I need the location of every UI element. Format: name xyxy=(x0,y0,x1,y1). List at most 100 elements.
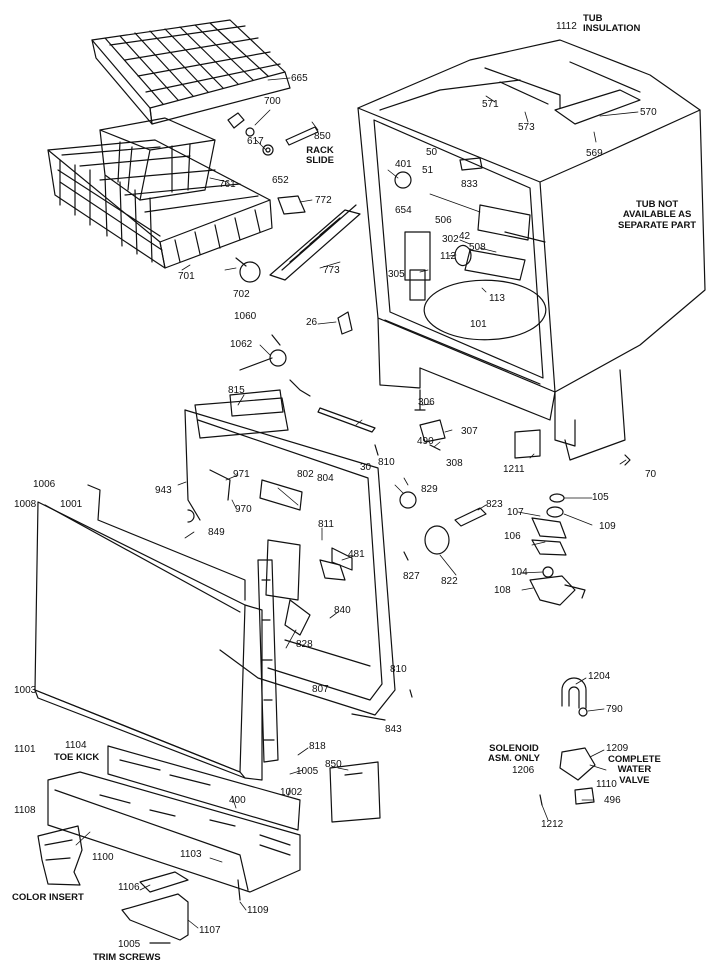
label-1005b: 1005 xyxy=(118,939,141,950)
label-506: 506 xyxy=(435,215,452,226)
label-1003: 1003 xyxy=(14,685,37,696)
label-1110: 1110 xyxy=(596,779,617,790)
label-302: 302 xyxy=(442,234,459,245)
color-insert xyxy=(37,825,83,886)
label-810a: 810 xyxy=(378,457,395,468)
label-104: 104 xyxy=(511,567,528,578)
label-1104: 1104 xyxy=(65,740,87,751)
label-113: 113 xyxy=(489,293,505,304)
label-810b: 810 xyxy=(390,664,407,675)
label-308: 308 xyxy=(446,458,463,469)
label-105: 105 xyxy=(592,492,609,503)
label-617: 617 xyxy=(247,136,264,147)
label-1212: 1212 xyxy=(541,819,564,830)
label-827: 827 xyxy=(403,571,420,582)
label-1060: 1060 xyxy=(234,311,257,322)
label-790: 790 xyxy=(606,704,623,715)
label-802: 802 xyxy=(297,469,314,480)
lower-rack xyxy=(47,139,273,269)
upper-rack xyxy=(91,19,291,125)
caption-tub-not-available: TUB NOT AVAILABLE AS SEPARATE PART xyxy=(618,199,697,231)
pump-parts xyxy=(529,493,586,606)
label-569: 569 xyxy=(586,148,603,159)
tub-assembly xyxy=(357,39,706,461)
label-702: 702 xyxy=(233,289,250,300)
label-943: 943 xyxy=(155,485,172,496)
label-804: 804 xyxy=(317,473,334,484)
label-833: 833 xyxy=(461,179,478,190)
label-101: 101 xyxy=(470,319,487,330)
caption-tub-insulation: TUB INSULATION xyxy=(583,13,641,35)
label-490: 490 xyxy=(417,436,434,447)
label-1106: 1106 xyxy=(118,882,140,893)
label-652: 652 xyxy=(272,175,289,186)
label-970: 970 xyxy=(235,504,252,515)
label-70: 70 xyxy=(645,469,657,480)
label-307: 307 xyxy=(461,426,478,437)
leader-lines xyxy=(75,77,639,929)
label-811: 811 xyxy=(318,519,334,530)
label-1109: 1109 xyxy=(247,905,269,916)
label-42: 42 xyxy=(459,231,471,242)
label-1005a: 1005 xyxy=(296,766,319,777)
door-hardware xyxy=(351,491,487,721)
label-818: 818 xyxy=(309,741,326,752)
label-701: 701 xyxy=(178,271,195,282)
label-1112: 1112 xyxy=(556,21,577,32)
label-1211: 1211 xyxy=(503,464,525,475)
label-112: 112 xyxy=(440,251,456,262)
label-815: 815 xyxy=(228,385,245,396)
label-107: 107 xyxy=(507,507,524,518)
label-807: 807 xyxy=(312,684,329,695)
label-843: 843 xyxy=(385,724,402,735)
label-108: 108 xyxy=(494,585,511,596)
label-1103: 1103 xyxy=(180,849,202,860)
label-306: 306 xyxy=(418,397,435,408)
label-822: 822 xyxy=(441,576,458,587)
caption-toe-kick: TOE KICK xyxy=(54,752,100,763)
caption-trim-screws: TRIM SCREWS xyxy=(93,952,161,963)
label-772: 772 xyxy=(315,195,332,206)
label-481: 481 xyxy=(348,549,365,560)
label-570: 570 xyxy=(640,107,657,118)
rack-hardware xyxy=(227,112,361,283)
label-840: 840 xyxy=(334,605,351,616)
outer-door-panel xyxy=(34,484,263,781)
inner-door xyxy=(184,389,396,716)
label-508: 508 xyxy=(469,242,486,253)
label-1107: 1107 xyxy=(199,925,221,936)
label-106: 106 xyxy=(504,531,521,542)
label-773: 773 xyxy=(323,265,340,276)
label-850: 850 xyxy=(314,131,331,142)
label-971: 971 xyxy=(233,469,250,480)
label-700: 700 xyxy=(264,96,281,107)
label-1204: 1204 xyxy=(588,671,611,682)
label-571: 571 xyxy=(482,99,499,110)
label-850b: 850 xyxy=(325,759,342,770)
label-51: 51 xyxy=(422,165,434,176)
caption-solenoid: SOLENOID ASM. ONLY xyxy=(488,743,540,765)
label-1001: 1001 xyxy=(60,499,83,510)
label-496: 496 xyxy=(604,795,621,806)
label-1100: 1100 xyxy=(92,852,114,863)
label-1108: 1108 xyxy=(14,805,36,816)
label-665: 665 xyxy=(291,73,308,84)
label-823: 823 xyxy=(486,499,503,510)
label-1008: 1008 xyxy=(14,499,37,510)
label-1206: 1206 xyxy=(512,765,535,776)
label-305: 305 xyxy=(388,269,405,280)
trim-pieces xyxy=(121,761,381,944)
label-1002: 1002 xyxy=(280,787,303,798)
label-761: 761 xyxy=(219,179,236,190)
caption-complete-water-valve: COMPLETE WATER VALVE xyxy=(608,754,661,786)
label-829: 829 xyxy=(421,484,438,495)
label-50: 50 xyxy=(426,147,438,158)
label-109: 109 xyxy=(599,521,616,532)
hose-valve xyxy=(539,677,596,806)
label-573: 573 xyxy=(518,122,535,133)
tub-small-parts xyxy=(239,311,631,466)
label-828: 828 xyxy=(296,639,313,650)
label-401: 401 xyxy=(395,159,412,170)
